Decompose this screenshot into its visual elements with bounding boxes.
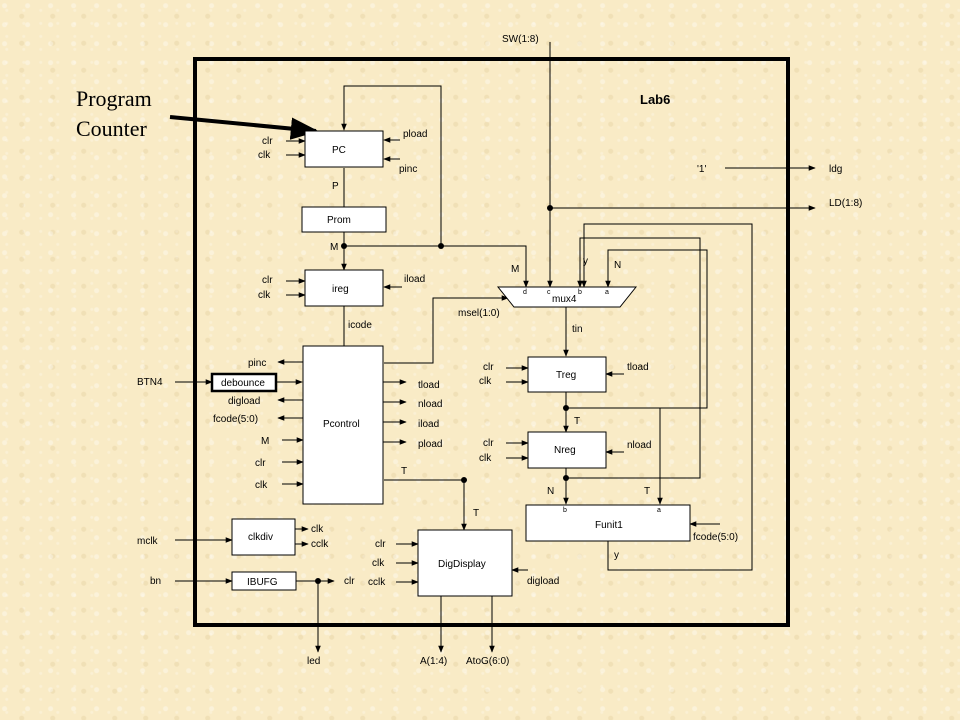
digdisplay-label: DigDisplay <box>438 559 486 570</box>
funit-t-input: T <box>644 486 650 497</box>
treg-block: Treg clr clk tload T <box>479 356 649 427</box>
mux4-block: mux4 d c b a M y N msel(1:0) tin <box>458 256 638 335</box>
pcontrol-tload-port: tload <box>418 380 440 391</box>
pcontrol-digload-port: digload <box>228 396 260 407</box>
ibufg-clr-port: clr <box>344 576 355 587</box>
ireg-block: ireg clr clk iload icode <box>258 269 425 331</box>
nreg-nload-port: nload <box>627 440 651 451</box>
sw-input-label: SW(1:8) <box>502 34 539 45</box>
pc-block: PC clr clk pload pinc P <box>258 129 427 192</box>
treg-tload-port: tload <box>627 362 649 373</box>
pc-clk-port: clk <box>258 150 271 161</box>
prom-out-label: M <box>330 242 338 253</box>
pcontrol-pinc-port: pinc <box>248 358 266 369</box>
treg-clk-port: clk <box>479 376 492 387</box>
debounce-block: debounce <box>210 372 278 393</box>
dd-clr-port: clr <box>375 539 386 550</box>
atog-output-label: AtoG(6:0) <box>466 656 509 667</box>
pcontrol-nload-port: nload <box>418 399 442 410</box>
led-output-label: led <box>307 656 320 667</box>
funit1-block: Funit1 b a N T fcode(5:0) y <box>525 486 738 561</box>
funit-fcode-port: fcode(5:0) <box>693 532 738 543</box>
mux-b-port: b <box>578 289 582 296</box>
ireg-iload-port: iload <box>404 274 425 285</box>
ldg-output-label: ldg <box>829 164 842 175</box>
bn-input-label: bn <box>150 576 161 587</box>
nreg-clr-port: clr <box>483 438 494 449</box>
callout-arrow <box>169 115 319 140</box>
mux-c-port: c <box>547 289 551 296</box>
callout-line2: Counter <box>76 116 148 141</box>
pcontrol-pload-port: pload <box>418 439 442 450</box>
pcontrol-clk-port: clk <box>255 480 268 491</box>
pcontrol-fcode-port: fcode(5:0) <box>213 414 258 425</box>
nreg-block: Nreg clr clk nload <box>479 431 651 469</box>
ireg-out-label: icode <box>348 320 372 331</box>
ibufg-label: IBUFG <box>247 577 278 588</box>
funit-a-port: a <box>657 507 661 514</box>
mux-a-port: a <box>605 289 609 296</box>
prom-label: Prom <box>327 215 351 226</box>
pc-out-label: P <box>332 181 339 192</box>
junction-dots <box>315 205 569 584</box>
dd-clk-port: clk <box>372 558 385 569</box>
debounce-label: debounce <box>221 378 265 389</box>
dd-cclk-port: cclk <box>368 577 386 588</box>
const-one-label: '1' <box>697 164 706 175</box>
mux-m-input: M <box>511 264 519 275</box>
funit-b-port: b <box>563 507 567 514</box>
pcontrol-label: Pcontrol <box>323 419 360 430</box>
mux4-label: mux4 <box>552 294 577 305</box>
ireg-label: ireg <box>332 284 349 295</box>
mux-sel-label: msel(1:0) <box>458 308 500 319</box>
diagram-title: Lab6 <box>640 92 670 107</box>
dd-t-input: T <box>473 508 479 519</box>
clkdiv-label: clkdiv <box>248 532 273 543</box>
pc-pinc-port: pinc <box>399 164 417 175</box>
ibufg-block: IBUFG clr <box>231 571 355 591</box>
clkdiv-block: clkdiv clk cclk <box>231 518 329 556</box>
pcontrol-clr-port: clr <box>255 458 266 469</box>
treg-out-label: T <box>574 416 580 427</box>
pc-label: PC <box>332 145 346 156</box>
pcontrol-block: Pcontrol pinc digload fcode(5:0) M clr c… <box>213 345 442 505</box>
ireg-clk-port: clk <box>258 290 271 301</box>
mclk-input-label: mclk <box>137 536 159 547</box>
mux-n-input: N <box>614 260 621 271</box>
pc-pload-port: pload <box>403 129 427 140</box>
funit1-label: Funit1 <box>595 520 623 531</box>
wires <box>175 42 816 653</box>
funit-y-out: y <box>614 550 619 561</box>
nreg-label: Nreg <box>554 445 576 456</box>
dd-digload-port: digload <box>527 576 559 587</box>
clkdiv-cclk-port: cclk <box>311 539 329 550</box>
funit-n-input: N <box>547 486 554 497</box>
pcontrol-t-port: T <box>401 466 407 477</box>
mux-y-input: y <box>583 256 588 267</box>
nreg-clk-port: clk <box>479 453 492 464</box>
btn4-input-label: BTN4 <box>137 377 163 388</box>
pcontrol-m-port: M <box>261 436 269 447</box>
pc-clr-port: clr <box>262 136 273 147</box>
pcontrol-iload-port: iload <box>418 419 439 430</box>
treg-label: Treg <box>556 370 576 381</box>
mux-out-label: tin <box>572 324 583 335</box>
digdisplay-block: DigDisplay clr clk cclk digload T <box>368 508 559 597</box>
mux-d-port: d <box>523 289 527 296</box>
ld-output-label: LD(1:8) <box>829 198 862 209</box>
clkdiv-clk-port: clk <box>311 524 324 535</box>
ireg-clr-port: clr <box>262 275 273 286</box>
treg-clr-port: clr <box>483 362 494 373</box>
prom-block: Prom M <box>301 206 387 253</box>
callout-line1: Program <box>76 86 152 111</box>
a-output-label: A(1:4) <box>420 656 447 667</box>
